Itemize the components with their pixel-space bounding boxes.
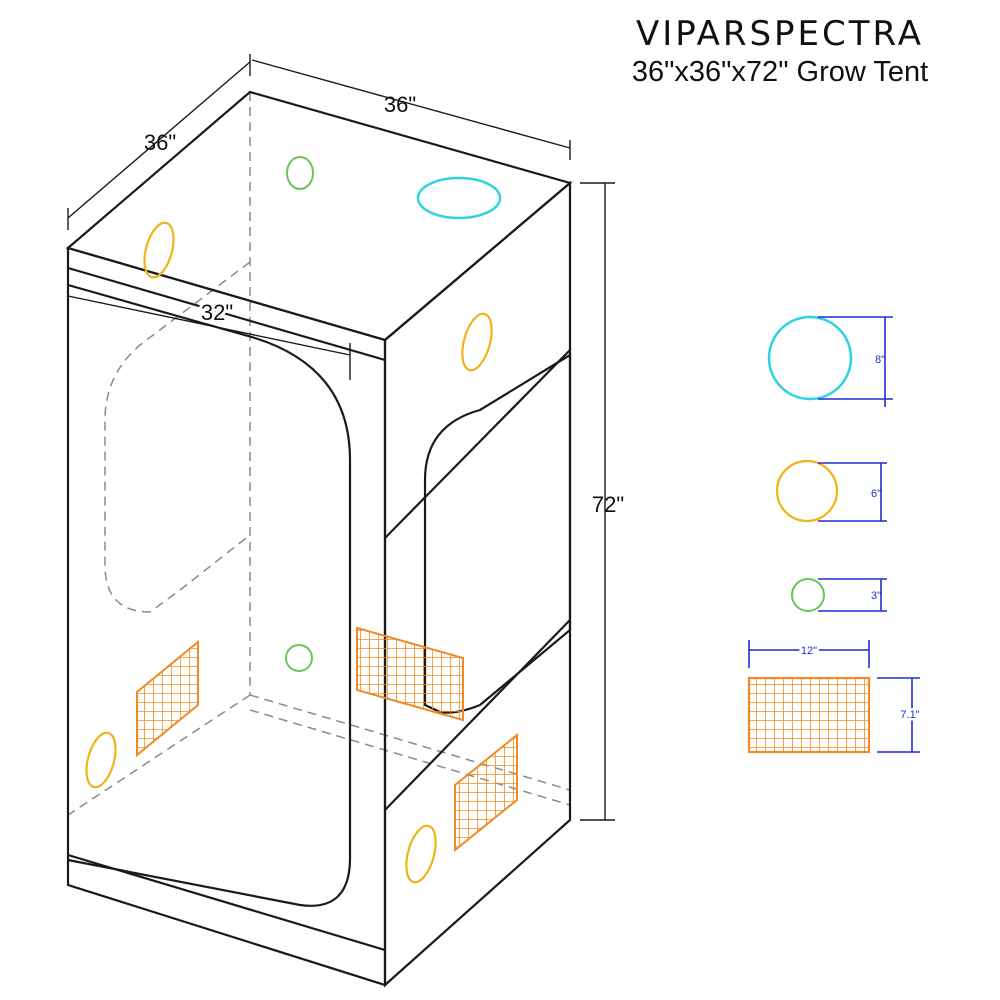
door-dimension-text: 32"	[201, 300, 233, 325]
legend-vent-medium-circle	[775, 459, 839, 523]
vent-small-back	[285, 644, 313, 672]
dimension-lines	[67, 54, 615, 821]
height-dimension-text: 72"	[592, 492, 624, 517]
depth-dimension-label: 36"	[144, 130, 176, 155]
legend-vent-medium-label: 6"	[871, 488, 881, 500]
top-vent-large	[416, 176, 502, 220]
legend-vent-large-label: 8"	[875, 354, 885, 366]
width-dimension-label: 36"	[384, 92, 416, 117]
tent-side-face	[383, 180, 572, 988]
vent-medium-front-top	[143, 221, 175, 279]
product-subtitle: 36"x36"x72" Grow Tent	[631, 56, 929, 88]
vent-medium-side-bottom	[405, 824, 437, 884]
mesh-window-side-door	[356, 626, 464, 722]
front-door-outline	[67, 283, 352, 907]
legend-vent-small: 3"	[791, 578, 887, 612]
legend-mesh-window-rect	[747, 676, 871, 754]
tent-box	[65, 90, 573, 988]
mesh-window-back-left	[136, 639, 199, 758]
legend-vent-large: 8"	[767, 315, 893, 407]
tent-front-face	[66, 246, 387, 987]
legend-vent-large-circle	[767, 315, 853, 401]
legend: 8" 6" 3"	[747, 315, 922, 754]
legend-mesh-window: 12" 7.1"	[747, 640, 922, 754]
legend-vent-medium: 6"	[775, 459, 887, 523]
mesh-window-side-low	[454, 732, 518, 853]
legend-vent-small-label: 3"	[871, 590, 881, 602]
vent-medium-side-top	[461, 312, 493, 372]
legend-vent-small-circle	[791, 578, 825, 612]
brand-title: VIPARSPECTRA	[635, 14, 925, 54]
legend-window-height-label: 7.1"	[900, 709, 919, 721]
top-vent-small	[286, 156, 314, 190]
vent-medium-front-bottom	[85, 731, 117, 789]
legend-window-width-label: 12"	[801, 645, 817, 657]
